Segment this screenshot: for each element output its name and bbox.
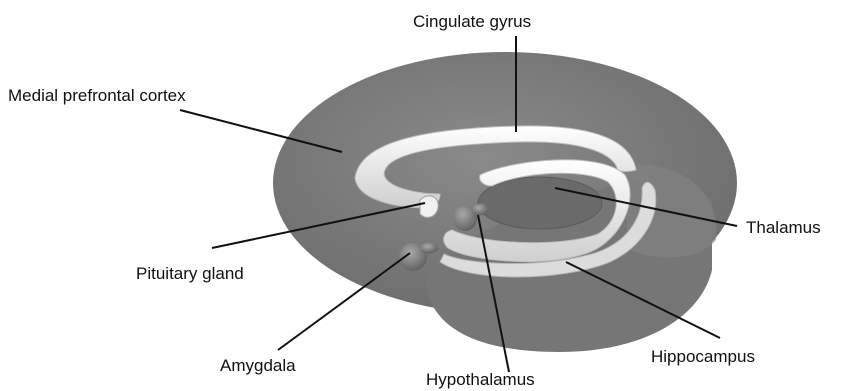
label-cingulate-gyrus: Cingulate gyrus	[413, 12, 531, 32]
label-medial-prefrontal-cortex: Medial prefrontal cortex	[8, 86, 186, 106]
pituitary-gland-shape	[420, 196, 438, 218]
label-hippocampus: Hippocampus	[651, 347, 755, 367]
label-amygdala: Amygdala	[220, 356, 296, 376]
label-pituitary-gland: Pituitary gland	[136, 264, 244, 284]
thalamus-shape	[478, 177, 602, 229]
label-thalamus: Thalamus	[746, 218, 821, 238]
label-hypothalamus: Hypothalamus	[426, 370, 535, 390]
